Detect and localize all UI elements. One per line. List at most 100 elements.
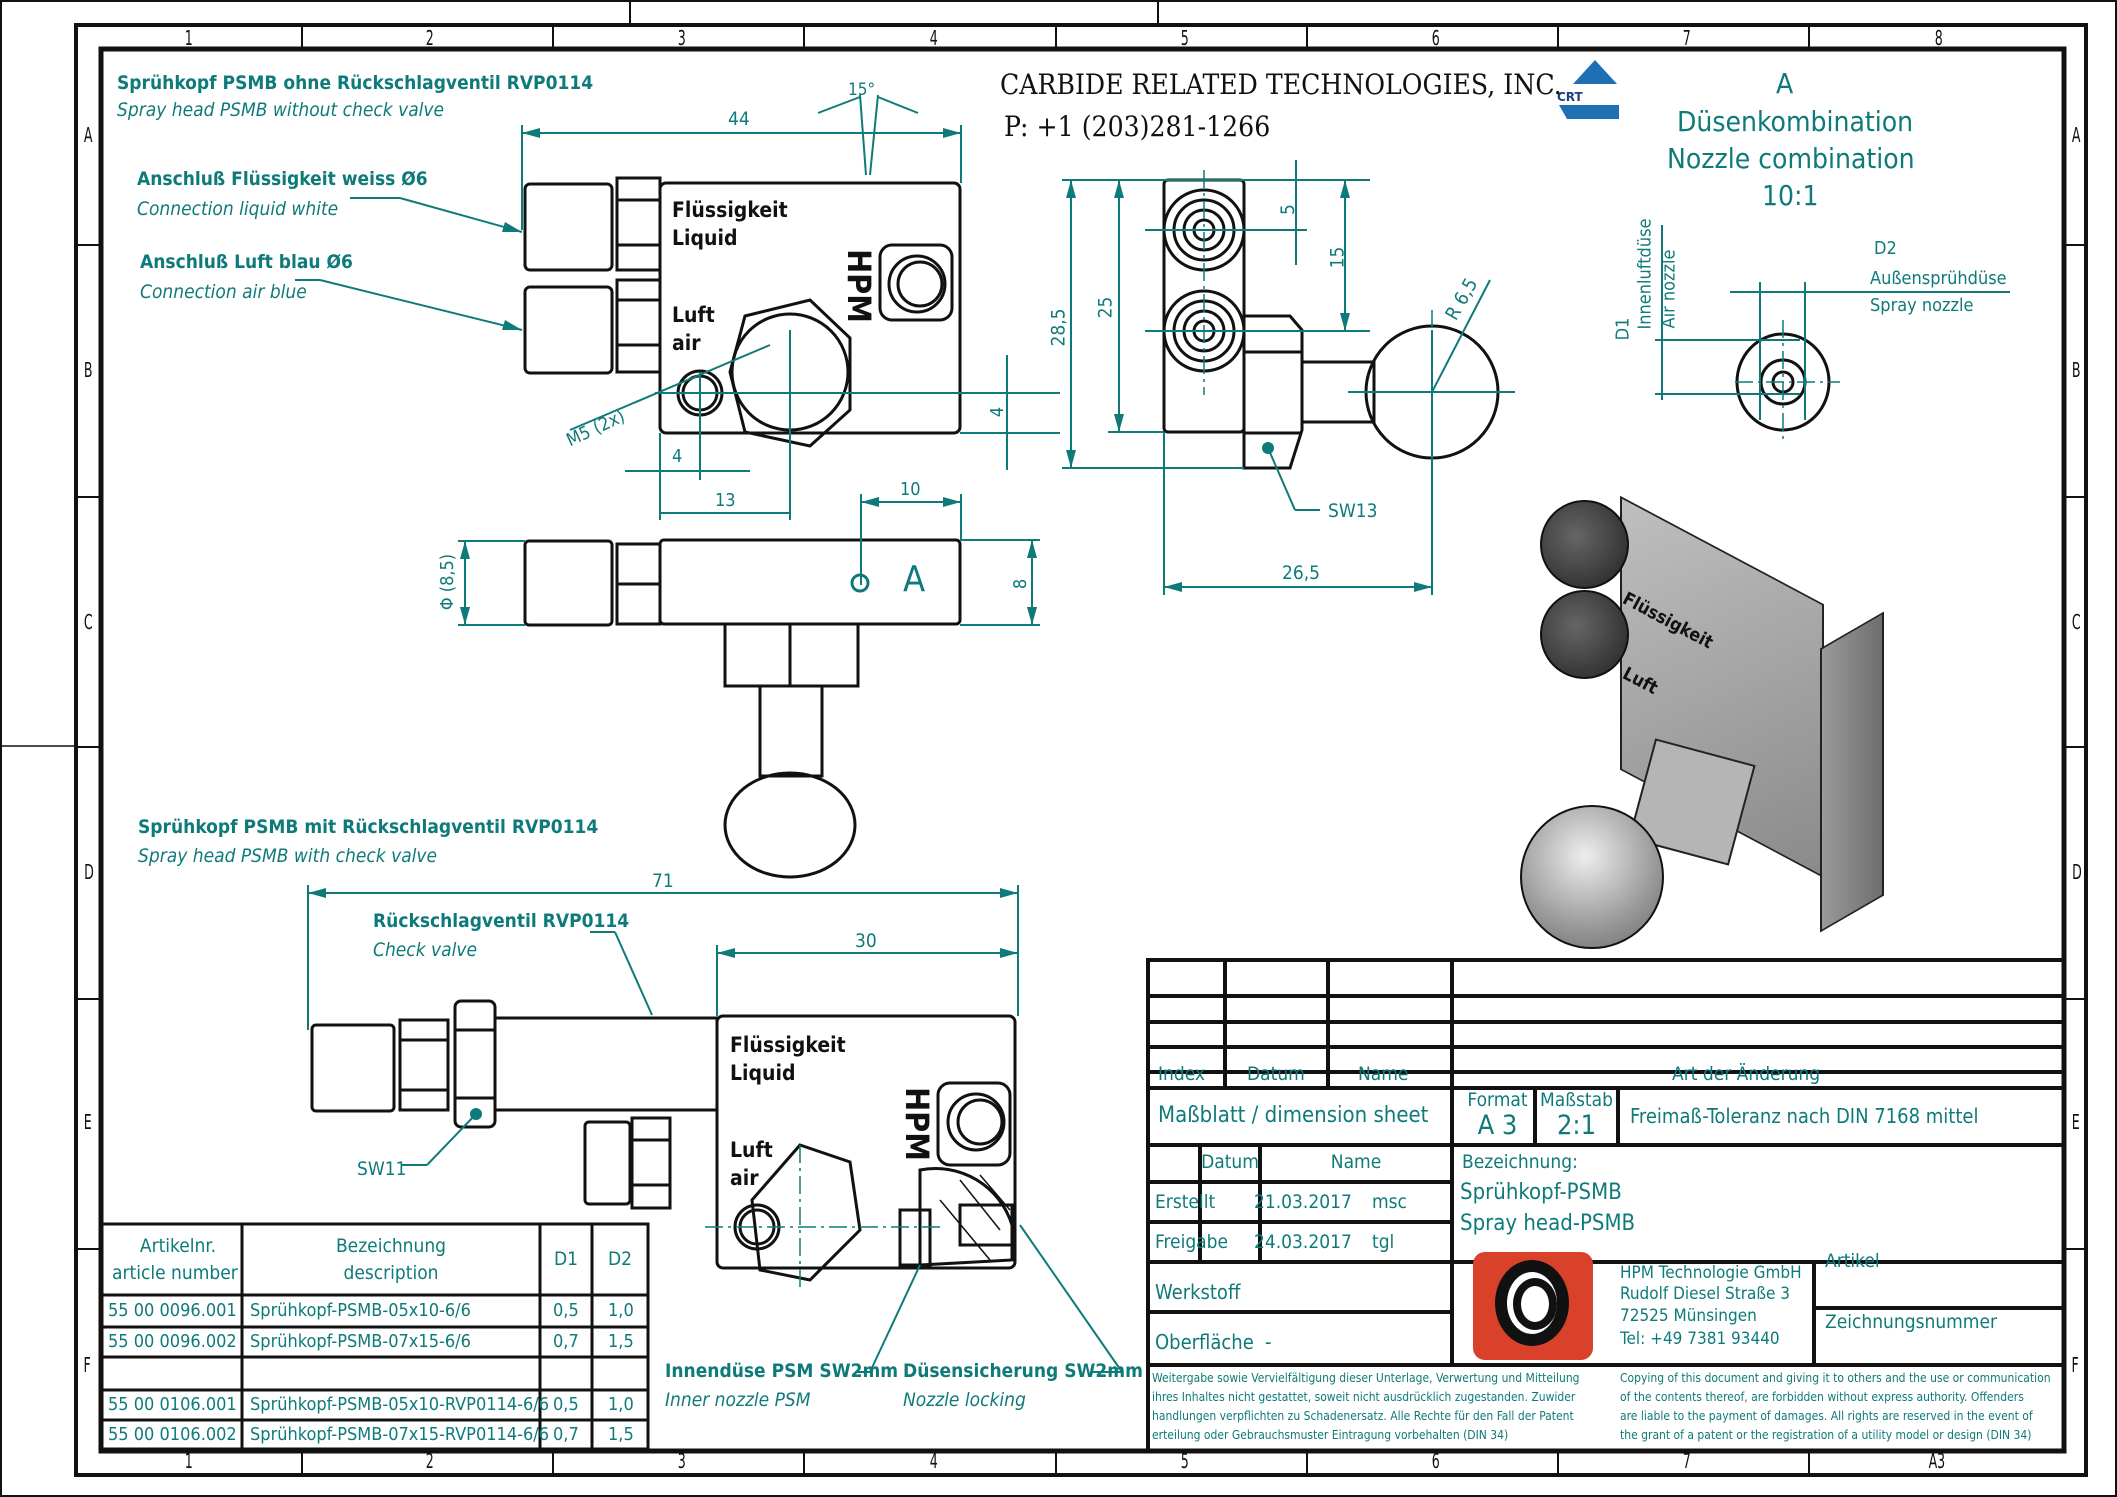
column-label: 4 <box>929 26 938 50</box>
column-label: 1 <box>184 26 193 50</box>
callout-air-de: Anschluß Luft blau Ø6 <box>140 251 353 273</box>
released-date: 24.03.2017 <box>1254 1231 1352 1253</box>
row-label: B <box>2071 358 2081 382</box>
row-label: F <box>83 1353 91 1377</box>
column-label: 3 <box>677 1449 686 1473</box>
copyright-de-line: handlungen verpflichten zu Schadenersatz… <box>1152 1409 1574 1423</box>
d2-label-en: Spray nozzle <box>1870 295 1974 316</box>
cell-d1: 0,5 <box>553 1300 579 1321</box>
cell-d1: 0,7 <box>553 1331 579 1352</box>
table-header-article-de: Artikelnr. <box>139 1235 217 1257</box>
section-valve-title-en: Spray head PSMB with check valve <box>138 845 438 867</box>
copyright-en-line: of the contents thereof, are forbidden w… <box>1620 1390 2024 1404</box>
designation-label: Bezeichnung: <box>1462 1151 1578 1173</box>
format-label: Format <box>1467 1089 1528 1111</box>
cell-desc: Sprühkopf-PSMB-05x10-6/6 <box>250 1300 471 1321</box>
dim-4-horizontal: 4 <box>672 446 683 467</box>
label-liquid-en-2: Liquid <box>730 1061 796 1085</box>
hpm-brand-mark-2: HPM <box>897 1087 936 1161</box>
column-label: 8 <box>1934 26 1943 50</box>
cell-d1: 0,5 <box>553 1394 579 1415</box>
dim-13: 13 <box>715 490 736 511</box>
rev-header-index: Index <box>1158 1063 1206 1085</box>
row-label: B <box>83 358 93 382</box>
d2-label-de: Außensprühdüse <box>1870 268 2007 289</box>
cell-article: 55 00 0106.002 <box>108 1424 237 1445</box>
valve-label-de: Rückschlagventil RVP0114 <box>373 910 630 932</box>
label-air-de-2: Luft <box>730 1138 773 1162</box>
company-line: 72525 Münsingen <box>1620 1306 1757 1326</box>
column-label: 1 <box>184 1449 193 1473</box>
dim-15: 15 <box>1326 246 1349 269</box>
detail-title-en: Nozzle combination <box>1667 142 1915 175</box>
d1-label-de: Innenluftdüse <box>1634 218 1656 330</box>
row-label: E <box>2071 1110 2080 1134</box>
format-value: A 3 <box>1477 1110 1518 1141</box>
table-header-d1: D1 <box>553 1248 579 1270</box>
column-label: 6 <box>1431 1449 1440 1473</box>
datum-header: Datum <box>1201 1151 1259 1173</box>
callout-liquid-en: Connection liquid white <box>137 198 339 220</box>
rev-header-name: Name <box>1358 1063 1409 1085</box>
table-header-article-en: article number <box>112 1262 238 1284</box>
column-label: 5 <box>1180 1449 1189 1473</box>
view-ref-a: A <box>903 559 926 600</box>
row-label: E <box>83 1110 92 1134</box>
surface-label: Oberfläche <box>1155 1330 1254 1354</box>
label-liquid-de-2: Flüssigkeit <box>730 1033 846 1057</box>
dim-28-5: 28,5 <box>1047 308 1070 347</box>
released-name: tgl <box>1372 1231 1395 1253</box>
dim-8: 8 <box>1010 578 1032 590</box>
callout-air-en: Connection air blue <box>140 281 307 303</box>
label-liquid-en: Liquid <box>672 226 738 250</box>
dim-25: 25 <box>1094 296 1117 319</box>
copyright-en-line: the grant of a patent or the registratio… <box>1620 1428 2032 1442</box>
cell-desc: Sprühkopf-PSMB-05x10-RVP0114-6/6 <box>250 1394 550 1415</box>
scale-label: Maßstab <box>1540 1089 1613 1111</box>
dim-30: 30 <box>855 930 877 952</box>
crt-logo-text: CRT <box>1557 90 1583 104</box>
table-header-desc-en: description <box>343 1262 439 1284</box>
row-label: D <box>2072 860 2082 884</box>
dim-angle: 15° <box>848 80 876 100</box>
column-label: 3 <box>677 26 686 50</box>
valve-label-en: Check valve <box>373 939 477 961</box>
detail-ref: A <box>1776 67 1794 100</box>
sheet-type: Maßblatt / dimension sheet <box>1158 1103 1429 1128</box>
company-line: HPM Technologie GmbH <box>1620 1263 1802 1283</box>
cell-d2: 1,5 <box>608 1331 634 1352</box>
table-header-d2: D2 <box>607 1248 633 1270</box>
nozzle-locking-en: Nozzle locking <box>903 1389 1026 1411</box>
copyright-de-line: ihres Inhaltes nicht gestattet, soweit n… <box>1152 1390 1576 1404</box>
cell-d2: 1,5 <box>608 1424 634 1445</box>
nozzle-locking-de: Düsensicherung SW2mm <box>903 1360 1143 1382</box>
company-line: Tel: +49 7381 93440 <box>1620 1329 1780 1349</box>
format-corner-label: A3 <box>1928 1449 1946 1473</box>
label-liquid-de: Flüssigkeit <box>672 198 788 222</box>
section-valve-title-de: Sprühkopf PSMB mit Rückschlagventil RVP0… <box>138 816 599 838</box>
callout-liquid-de: Anschluß Flüssigkeit weiss Ø6 <box>137 168 428 190</box>
scale-value: 2:1 <box>1556 1110 1597 1141</box>
dim-44: 44 <box>728 108 750 130</box>
column-label: 7 <box>1682 1449 1691 1473</box>
column-label: 2 <box>425 1449 434 1473</box>
table-header-desc-de: Bezeichnung <box>335 1235 447 1257</box>
created-date: 21.03.2017 <box>1254 1191 1352 1213</box>
detail-title-de: Düsenkombination <box>1677 105 1914 138</box>
detail-scale: 10:1 <box>1762 179 1819 212</box>
dim-71: 71 <box>652 870 674 892</box>
isometric-render: Flüssigkeit Luft <box>1500 480 1884 949</box>
rev-header-change: Art der Änderung <box>1672 1063 1821 1085</box>
d1-label: D1 <box>1612 317 1634 341</box>
label-air-en: air <box>672 331 701 355</box>
dim-26-5: 26,5 <box>1282 562 1321 584</box>
material-label: Werkstoff <box>1155 1280 1241 1304</box>
copyright-de-line: Weitergabe sowie Vervielfältigung dieser… <box>1152 1371 1580 1385</box>
column-label: 7 <box>1682 26 1691 50</box>
copyright-en-line: Copying of this document and giving it t… <box>1620 1371 2051 1385</box>
cell-article: 55 00 0106.001 <box>108 1394 237 1415</box>
dim-4-vertical: 4 <box>987 406 1009 418</box>
article-label: Artikel <box>1825 1250 1880 1272</box>
column-label: 4 <box>929 1449 938 1473</box>
created-name: msc <box>1372 1191 1407 1213</box>
